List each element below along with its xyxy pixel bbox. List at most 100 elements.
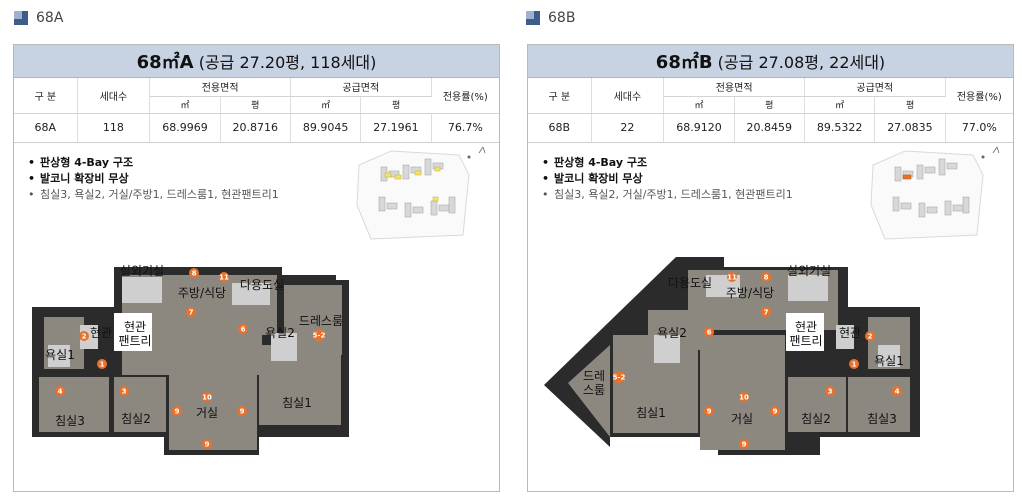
room-label: 거실 xyxy=(196,406,218,420)
cell: 118 xyxy=(77,113,151,143)
marker-label: 11 xyxy=(219,274,229,282)
marker-label: 4 xyxy=(58,388,63,396)
marker-label: 1 xyxy=(852,361,857,369)
room-label: 드레 xyxy=(583,369,605,383)
room-label: 욕실2 xyxy=(265,326,295,340)
marker-label: 7 xyxy=(189,309,194,317)
marker-label: 9 xyxy=(773,408,778,416)
room-label: 현관 xyxy=(90,326,112,340)
cell: 89.9045 xyxy=(290,113,362,143)
th-m2: ㎡ xyxy=(804,96,876,114)
feature-item: 판상형 4-Bay 구조 xyxy=(542,155,793,171)
cell: 22 xyxy=(591,113,665,143)
marker-label: 10 xyxy=(739,394,749,402)
table-row: 68A 118 68.9969 20.8716 89.9045 27.1961 … xyxy=(14,113,499,143)
marker-label: 2 xyxy=(82,333,87,341)
room-label: 현관 xyxy=(124,320,146,334)
room-label: 거실 xyxy=(731,412,753,426)
unit-panel-68a: 68㎡A (공급 27.20평, 118세대) 구 분 세대수 전용면적 공급면… xyxy=(13,44,500,492)
room-label: 침실3 xyxy=(867,412,897,426)
room-label: 드레스룸 xyxy=(299,314,343,328)
cell: 76.7% xyxy=(431,113,499,143)
marker-label: 1 xyxy=(100,361,105,369)
th-pyeong: 평 xyxy=(360,96,432,114)
room-label: 실외기실 xyxy=(120,264,164,278)
marker-label: 11 xyxy=(727,274,737,282)
room-label: 침실1 xyxy=(282,396,312,410)
marker-label: 2 xyxy=(868,333,873,341)
cell: 27.0835 xyxy=(874,113,946,143)
room-label: 욕실1 xyxy=(45,348,75,362)
room-label: 스룸 xyxy=(583,383,605,397)
marker-label: 6 xyxy=(241,326,246,334)
feature-item: 침실3, 욕실2, 거실/주방1, 드레스룸1, 현관팬트리1 xyxy=(28,187,279,203)
th-division: 구 분 xyxy=(14,78,78,114)
section-label: 68A xyxy=(36,10,64,26)
site-plan-image xyxy=(870,146,1000,240)
marker-label: 9 xyxy=(742,441,747,449)
th-exclusive: 전용면적 xyxy=(149,78,291,97)
th-m2: ㎡ xyxy=(290,96,362,114)
room-label: 침실2 xyxy=(121,412,151,426)
room-label: 침실2 xyxy=(801,412,831,426)
title-main: 68㎡B xyxy=(655,52,713,73)
section-label: 68B xyxy=(548,10,576,26)
marker-label: 9 xyxy=(240,408,245,416)
feature-item: 발코니 확장비 무상 xyxy=(542,171,793,187)
cell: 68B xyxy=(528,113,592,143)
room-label: 현관 xyxy=(795,320,817,334)
room-label: 주방/식당 xyxy=(726,286,774,300)
room-label: 주방/식당 xyxy=(178,286,226,300)
marker-label: 3 xyxy=(828,388,833,396)
room-label: 침실3 xyxy=(55,414,85,428)
unit-panel-68b: 68㎡B (공급 27.08평, 22세대) 구 분 세대수 전용면적 공급면적… xyxy=(527,44,1014,492)
title-sub: (공급 27.20평, 118세대) xyxy=(198,53,377,72)
room-label: 팬트리 xyxy=(118,334,151,348)
area-table: 구 분 세대수 전용면적 공급면적 전용률(%) ㎡ 평 ㎡ 평 68B 22 … xyxy=(528,78,1013,143)
th-m2: ㎡ xyxy=(149,96,221,114)
cell: 89.5322 xyxy=(804,113,876,143)
area-table: 구 분 세대수 전용면적 공급면적 전용률(%) ㎡ 평 ㎡ 평 68A 118… xyxy=(14,78,499,143)
marker-label: 8 xyxy=(764,274,769,282)
th-pyeong: 평 xyxy=(220,96,291,114)
room-label: 실외기실 xyxy=(787,264,831,278)
title-main: 68㎡A xyxy=(136,52,194,73)
th-supply: 공급면적 xyxy=(290,78,432,97)
cell: 27.1961 xyxy=(360,113,432,143)
th-exclusive: 전용면적 xyxy=(663,78,805,97)
site-plan-image xyxy=(356,146,486,240)
marker-label: 9 xyxy=(707,408,712,416)
room-label: 현관 xyxy=(839,326,861,340)
marker-label: 5-2 xyxy=(613,374,626,382)
th-households: 세대수 xyxy=(591,78,665,114)
table-row: 68B 22 68.9120 20.8459 89.5322 27.0835 7… xyxy=(528,113,1013,143)
room-label: 다용도실 xyxy=(668,276,712,290)
cell: 68.9969 xyxy=(149,113,221,143)
marker-label: 4 xyxy=(895,388,900,396)
marker-label: 9 xyxy=(175,408,180,416)
panel-title: 68㎡A (공급 27.20평, 118세대) xyxy=(14,45,499,78)
room-label: 팬트리 xyxy=(789,334,822,348)
marker-label: 5-2 xyxy=(313,332,326,340)
cell: 68A xyxy=(14,113,78,143)
cell: 20.8716 xyxy=(220,113,291,143)
section-square-icon xyxy=(14,11,28,25)
cell: 77.0% xyxy=(945,113,1013,143)
section-heading-68b: 68B xyxy=(526,8,575,28)
th-pyeong: 평 xyxy=(874,96,946,114)
marker-label: 9 xyxy=(205,441,210,449)
section-heading-68a: 68A xyxy=(14,8,63,28)
cell: 20.8459 xyxy=(734,113,805,143)
marker-label: 3 xyxy=(122,388,127,396)
th-m2: ㎡ xyxy=(663,96,735,114)
room-label: 욕실2 xyxy=(657,326,687,340)
feature-item: 판상형 4-Bay 구조 xyxy=(28,155,279,171)
feature-list: 판상형 4-Bay 구조 발코니 확장비 무상 침실3, 욕실2, 거실/주방1… xyxy=(28,155,279,203)
marker-label: 6 xyxy=(707,329,712,337)
marker-label: 10 xyxy=(202,394,212,402)
th-pyeong: 평 xyxy=(734,96,805,114)
room-label: 침실1 xyxy=(636,406,666,420)
th-ratio: 전용률(%) xyxy=(945,78,1013,114)
section-square-icon xyxy=(526,11,540,25)
marker-label: 8 xyxy=(192,270,197,278)
